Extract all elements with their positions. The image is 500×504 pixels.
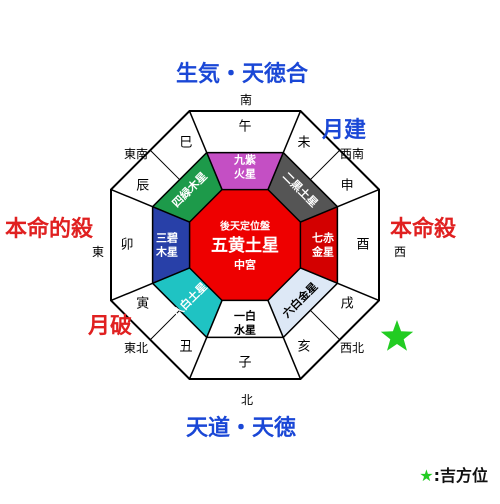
star-label-e: 木星 <box>155 245 178 259</box>
sector-divider <box>110 267 190 302</box>
zodiac-divider <box>149 149 181 181</box>
star-label-s: 火星 <box>234 168 256 181</box>
sector-divider <box>300 267 380 302</box>
sector-divider <box>267 300 302 380</box>
zodiac-ene: 寅 <box>136 296 149 312</box>
direction-north: 北 <box>241 393 254 407</box>
direction-northwest: 西北 <box>340 341 365 355</box>
star-label-n: 一白 <box>234 309 256 323</box>
direction-south: 南 <box>240 93 253 107</box>
annotation-honmeisatsu: 本命殺 <box>390 217 457 242</box>
zodiac-e: 卯 <box>120 238 133 253</box>
legend-label: :吉方位 <box>433 466 488 485</box>
middle-ring <box>151 151 339 339</box>
zodiac-wsw: 申 <box>341 179 354 194</box>
center-header: 後天定位盤 <box>220 220 271 233</box>
zodiac-divider <box>309 309 341 341</box>
sector-divider <box>188 300 223 380</box>
direction-southeast: 東南 <box>124 147 149 161</box>
star-label-w: 金星 <box>311 245 334 259</box>
star-icon: ★ <box>419 466 434 485</box>
center-star: 五黄土星 <box>211 235 279 256</box>
sector-divider <box>110 188 190 223</box>
zodiac-w: 酉 <box>356 238 369 253</box>
zodiac-ssw: 未 <box>297 135 310 150</box>
star-label-n: 水星 <box>234 323 256 337</box>
direction-west: 西 <box>394 245 407 259</box>
star-label-e: 三碧 <box>156 231 178 245</box>
annotation-honmeitekisatsu: 本命的殺 <box>5 217 94 242</box>
zodiac-divider <box>309 149 341 181</box>
center-sub: 中宮 <box>234 258 256 272</box>
sector-divider <box>267 110 302 190</box>
zodiac-divider <box>149 309 181 341</box>
sector-divider <box>300 188 380 223</box>
annotation-month-break: 月破 <box>88 314 133 339</box>
auspicious-star-icon <box>380 320 414 351</box>
star-label-s: 九紫 <box>233 153 256 167</box>
zodiac-n: 子 <box>238 356 251 371</box>
legend: ★:吉方位 <box>419 462 488 486</box>
zodiac-nnw: 亥 <box>297 340 310 355</box>
center-palace <box>188 188 302 302</box>
zodiac-nne: 丑 <box>179 340 192 355</box>
zodiac-ese: 辰 <box>136 179 149 194</box>
sector-divider <box>188 110 223 190</box>
annotation-month-establish: 月建 <box>322 118 367 143</box>
title-top: 生気・天徳合 <box>176 62 309 87</box>
direction-northeast: 東北 <box>124 341 149 355</box>
title-bottom: 天道・天徳 <box>186 416 297 441</box>
zodiac-s: 午 <box>238 120 251 135</box>
star-label-w: 七赤 <box>312 231 334 245</box>
direction-east: 東 <box>92 245 105 259</box>
zodiac-sse: 巳 <box>179 135 192 150</box>
direction-southwest: 西南 <box>340 147 365 161</box>
zodiac-wnw: 戌 <box>341 297 354 312</box>
